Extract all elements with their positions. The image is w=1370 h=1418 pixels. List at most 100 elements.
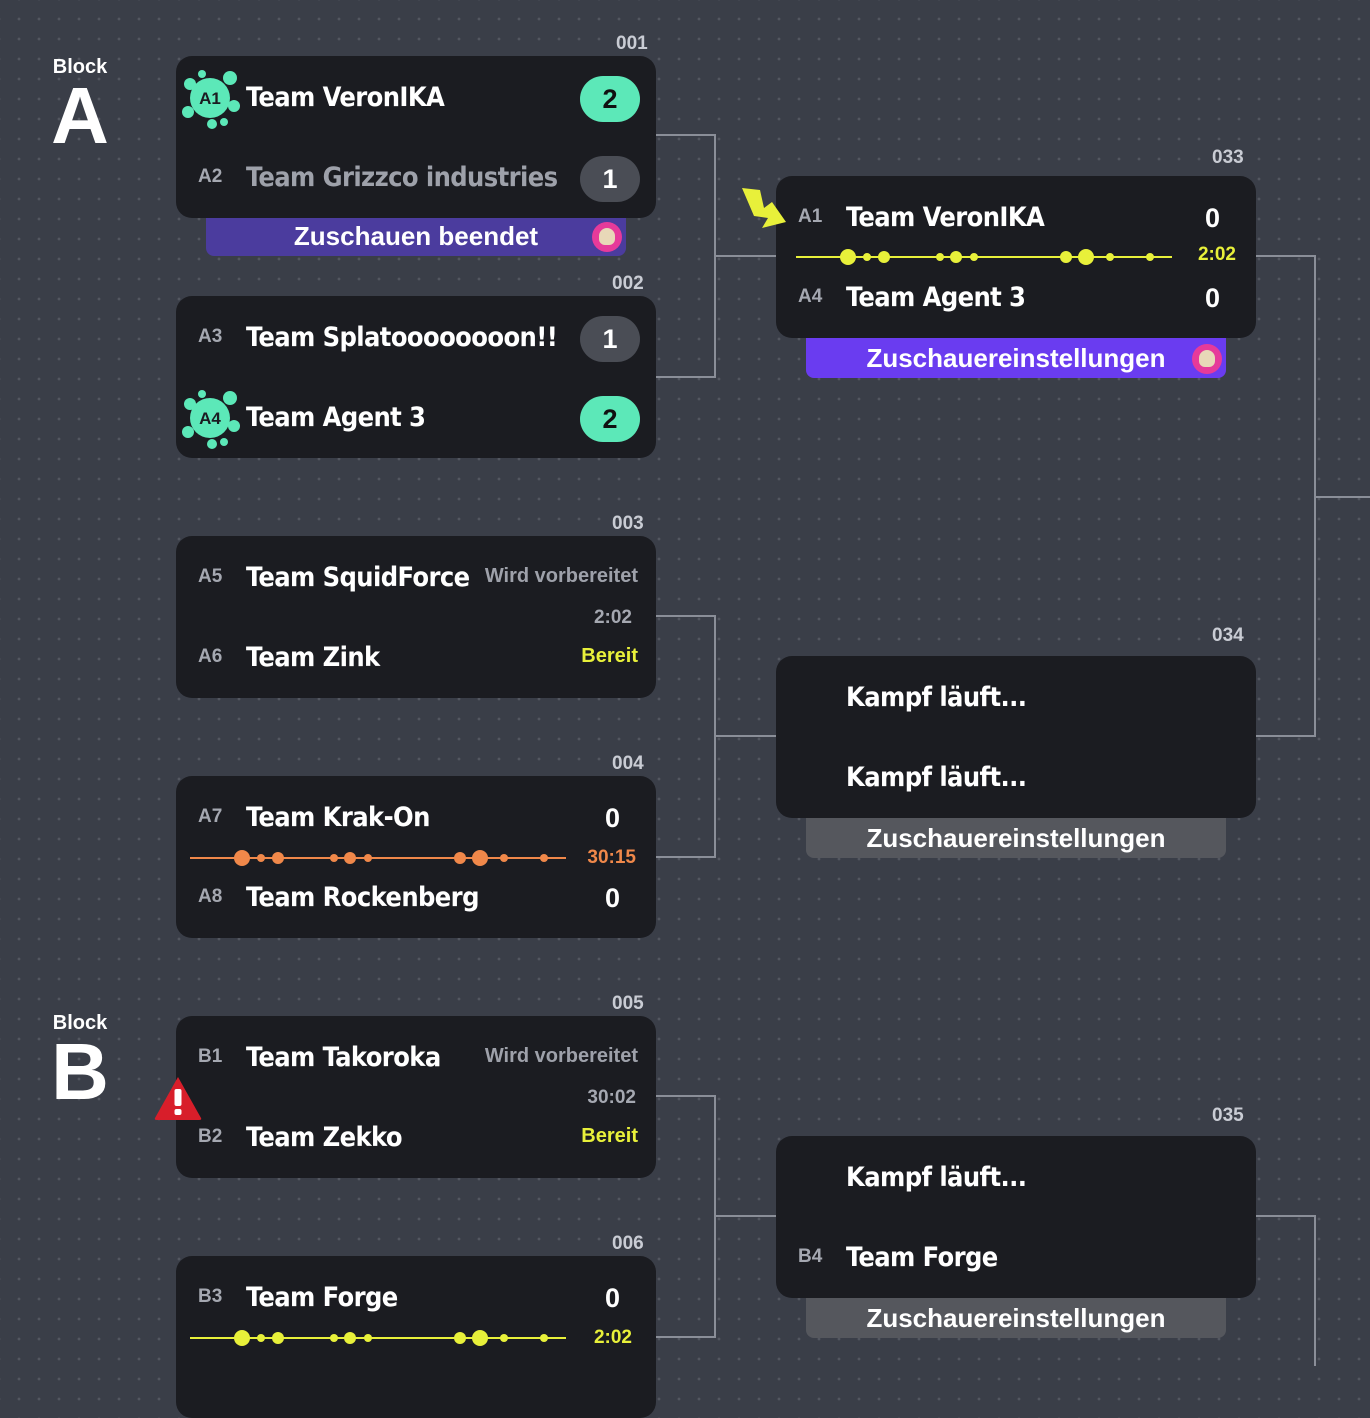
match-number-033: 033 — [1212, 147, 1244, 168]
spectator-settings-label: Zuschauereinstellungen — [866, 823, 1166, 853]
team-row: A5 Team SquidForce Wird vorbereitet — [176, 558, 656, 598]
seed-label: B1 — [198, 1046, 223, 1067]
match-card-003[interactable]: A5 Team SquidForce Wird vorbereitet 2:02… — [176, 536, 656, 698]
spectate-ended-label: Zuschauen beendet — [293, 221, 539, 251]
spectator-settings-label: Zuschauereinstellungen — [866, 1303, 1166, 1333]
match-number-002: 002 — [612, 273, 644, 294]
team-name: Team Splatoooooooon!! — [246, 322, 558, 353]
ready-status-text: Bereit — [581, 645, 638, 667]
spectator-settings-button[interactable]: Zuschauereinstellungen — [806, 1294, 1226, 1338]
block-a-letter: A — [51, 71, 109, 160]
team-row: B4 Team Forge — [776, 1238, 1256, 1278]
block-b-letter: B — [51, 1027, 109, 1116]
team-name: Team Zekko — [246, 1122, 403, 1153]
ready-status-text: Bereit — [581, 1125, 638, 1147]
team-name: Team Grizzco industries — [246, 162, 558, 193]
battle-running-text: Kampf läuft... — [846, 762, 1027, 793]
score-badge-winner: 2 — [580, 76, 640, 122]
team-name: Team VeronIKA — [246, 82, 445, 113]
ink-splat-icon: A1 — [182, 70, 240, 129]
team-row: A6 Team Zink Bereit — [176, 638, 656, 678]
score-value: 0 — [604, 883, 620, 913]
spectate-ended-bar[interactable]: Zuschauen beendet — [206, 214, 626, 256]
block-a-label: Block A — [40, 56, 120, 160]
seed-label: A8 — [198, 886, 223, 907]
team-name: Team Krak-On — [246, 802, 430, 833]
team-row: A1 Team VeronIKA 2 — [176, 70, 656, 129]
match-timer: 2:02 — [1197, 244, 1236, 265]
seed-label: A6 — [198, 646, 223, 667]
match-timer: 30:15 — [587, 847, 636, 868]
team-name: Team Agent 3 — [246, 402, 426, 433]
team-row: A4 Team Agent 3 0 — [776, 278, 1256, 318]
arrow-pointer-icon — [742, 188, 786, 228]
match-card-035[interactable]: Kampf läuft... B4 Team Forge — [776, 1136, 1256, 1298]
avatar-icon — [592, 222, 622, 252]
score-value: 0 — [1204, 283, 1220, 313]
status-text: Wird vorbereitet — [484, 565, 638, 587]
team-name: Team VeronIKA — [846, 202, 1045, 233]
seed-label: A2 — [198, 166, 223, 187]
team-row: A1 Team VeronIKA 0 — [776, 198, 1256, 238]
match-progress-line — [190, 1330, 566, 1346]
team-name: Team Rockenberg — [246, 882, 479, 913]
match-card-002[interactable]: A3 Team Splatoooooooon!! 1 A4 Team Agent… — [176, 296, 656, 458]
seed-label: A7 — [198, 806, 223, 827]
seed-label: A4 — [199, 409, 221, 428]
warning-icon[interactable] — [152, 1074, 204, 1122]
spectator-settings-label: Zuschauereinstellungen — [866, 343, 1166, 373]
match-number-035: 035 — [1212, 1105, 1244, 1126]
match-progress-line — [190, 850, 566, 866]
team-row: Kampf läuft... — [776, 758, 1256, 798]
team-row: A8 Team Rockenberg 0 — [176, 878, 656, 918]
team-row: A4 Team Agent 3 2 — [176, 390, 656, 449]
team-row: B2 Team Zekko Bereit — [176, 1118, 656, 1158]
battle-running-text: Kampf läuft... — [846, 682, 1027, 713]
team-name: Team Zink — [246, 642, 380, 673]
score-value: 0 — [604, 803, 620, 833]
seed-label: B4 — [798, 1246, 823, 1267]
team-name: Team Takoroka — [246, 1042, 441, 1073]
match-card-033[interactable]: A1 Team VeronIKA 0 2:02 A4 Team Agent 3 … — [776, 176, 1256, 338]
match-number-034: 034 — [1212, 625, 1244, 646]
score-badge-winner: 2 — [580, 396, 640, 442]
score-badge: 1 — [580, 156, 640, 202]
seed-label: A4 — [798, 286, 823, 307]
match-card-005[interactable]: B1 Team Takoroka Wird vorbereitet 30:02 … — [176, 1016, 656, 1178]
seed-label: B2 — [198, 1126, 223, 1147]
match-number-005: 005 — [612, 993, 644, 1014]
team-row: B1 Team Takoroka Wird vorbereitet — [176, 1038, 656, 1078]
seed-label: B3 — [198, 1286, 223, 1307]
team-name: Team Agent 3 — [846, 282, 1026, 313]
seed-label: A3 — [198, 326, 223, 347]
team-row: Kampf läuft... — [776, 1158, 1256, 1198]
team-row: A7 Team Krak-On 0 — [176, 798, 656, 838]
team-name: Team Forge — [846, 1242, 998, 1273]
match-card-001[interactable]: A1 Team VeronIKA 2 A2 Team Grizzco indus… — [176, 56, 656, 218]
score-value: 0 — [604, 1283, 620, 1313]
spectator-settings-button[interactable]: Zuschauereinstellungen — [806, 334, 1226, 378]
block-b-small: Block — [52, 1012, 108, 1034]
match-card-004[interactable]: A7 Team Krak-On 0 30:15 A8 Team Rockenbe… — [176, 776, 656, 938]
score-value: 0 — [1204, 203, 1220, 233]
spectator-settings-button[interactable]: Zuschauereinstellungen — [806, 814, 1226, 858]
team-row: A2 Team Grizzco industries 1 — [176, 156, 656, 202]
match-timer: 2:02 — [593, 1327, 632, 1348]
battle-running-text: Kampf läuft... — [846, 1162, 1027, 1193]
block-a-small: Block — [52, 56, 108, 78]
ink-splat-icon: A4 — [182, 390, 240, 449]
score-badge: 1 — [580, 316, 640, 362]
match-progress-line — [796, 249, 1172, 265]
match-number-004: 004 — [612, 753, 644, 774]
avatar-icon — [1192, 344, 1222, 374]
team-row: A3 Team Splatoooooooon!! 1 — [176, 316, 656, 362]
seed-label: A1 — [199, 89, 221, 108]
match-timer: 2:02 — [593, 607, 632, 628]
seed-label: A5 — [198, 566, 223, 587]
match-card-034[interactable]: Kampf läuft... Kampf läuft... — [776, 656, 1256, 818]
match-card-006[interactable]: B3 Team Forge 0 2:02 — [176, 1256, 656, 1418]
match-number-003: 003 — [612, 513, 644, 534]
match-timer: 30:02 — [587, 1087, 636, 1108]
block-b-label: Block B — [40, 1012, 120, 1116]
team-row: B3 Team Forge 0 — [176, 1278, 656, 1318]
